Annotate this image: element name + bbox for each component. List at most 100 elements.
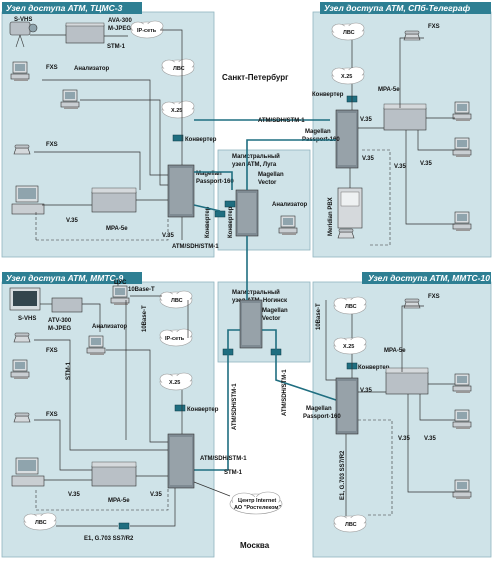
svhs-label-bl: S-VHS	[18, 316, 36, 322]
mpa-label-tl: MPA-5e	[106, 226, 128, 232]
links-tr	[349, 37, 455, 225]
pc-tl-workstation	[11, 185, 45, 215]
pc-analyzer-tl	[60, 89, 80, 110]
pc-analyzer-bl	[86, 335, 106, 356]
vector-noginsk	[239, 299, 263, 349]
mpa-label-tr: MPA-5e	[378, 87, 400, 93]
fxs-label-bl-2: FXS	[46, 412, 58, 418]
passport-bl	[167, 433, 195, 489]
panel-bottom-left: Узел доступа ATM, ММТС-9	[1, 272, 215, 558]
x25-label-bl: X.25	[169, 380, 180, 386]
luga-dev1: Magellan	[258, 172, 284, 178]
link-label-v2: ATM/SDH/STM-1	[282, 369, 288, 416]
phone-br	[403, 298, 421, 309]
atv-label-b: M-JPEG	[48, 326, 71, 332]
phone-tr-pbx	[337, 228, 355, 239]
monitor-svhs-bl	[9, 287, 41, 311]
fxs-label-bl-1: FXS	[46, 348, 58, 354]
pc-fxs-tl-1	[10, 61, 30, 82]
panel-top-left: Узел доступа ATM, ТЦМС-3	[1, 2, 215, 258]
passport-tr	[335, 109, 359, 169]
passport-br-l1: Magellan	[306, 406, 332, 412]
svhs-label-tl: S-VHS	[14, 17, 32, 23]
x25-label-tr: X.25	[341, 74, 352, 80]
nog-dev2: Vector	[262, 316, 281, 322]
luga-dev2: Vector	[258, 180, 277, 186]
pc-bl-workstation	[11, 457, 45, 487]
v35-label-tr-2: V.35	[362, 156, 374, 162]
converter-tl	[172, 134, 184, 142]
meridian-label: Meridian PBX	[328, 197, 334, 236]
meridian-pbx	[337, 187, 363, 229]
internet-label-2: АО "Ростелеком"	[234, 505, 281, 511]
lvs-label-br2: ЛВС	[345, 522, 357, 528]
v35-label-tr-1: V.35	[360, 117, 372, 123]
dashed-bl	[35, 488, 169, 511]
pc-tr-3	[452, 211, 472, 232]
nog-dev1: Magellan	[262, 308, 288, 314]
mpa5e-tr	[383, 103, 427, 131]
analyzer-label-tl: Анализатор	[74, 66, 110, 72]
passport-tr-l1: Magellan	[305, 129, 331, 135]
panel-noginsk	[217, 281, 311, 363]
passport-br-l2: Passport-160	[303, 414, 341, 420]
converter-luga-label-2: Конвертер	[228, 206, 234, 238]
fxs-label-tl-2: FXS	[46, 142, 58, 148]
phone-tl	[13, 144, 31, 155]
passport-br	[335, 377, 359, 435]
v35-label-br-2: V.35	[424, 436, 436, 442]
e1-label-br: E1, G.703 SS7/R2	[340, 450, 346, 500]
link-label-top: ATM/SDH/STM-1	[258, 118, 305, 124]
city-spb: Санкт-Петербург	[222, 73, 289, 82]
pc-br-1	[452, 373, 472, 394]
ava300-device	[65, 22, 105, 44]
analyzer-label-bl: Анализатор	[92, 324, 128, 330]
converter-label-tr: Конвертер	[312, 92, 344, 98]
base10-label-bl: 10Base-T	[128, 287, 155, 293]
luga-line1: Магистральный	[232, 153, 280, 160]
pc-br-3	[452, 479, 472, 500]
base10-label-bl-v: 10Base-T	[142, 305, 148, 332]
mpa-label-br: MPA-5e	[384, 348, 406, 354]
atv-label-a: ATV-300	[48, 318, 72, 324]
v35-label-br-1: V.35	[360, 388, 372, 394]
ipnet-label-bl: IP-сеть	[165, 336, 185, 342]
node-title-br: Узел доступа ATM, ММТС-10	[368, 273, 490, 283]
city-msk: Москва	[240, 541, 270, 550]
stm1-label-tl: STM-1	[107, 44, 126, 50]
e1-label-bl: E1, G.703 SS7/R2	[84, 536, 134, 542]
node-title-bl: Узел доступа ATM, ММТС-9	[6, 273, 123, 283]
v35-label-bl-2: V.35	[150, 492, 162, 498]
converter-luga-1	[214, 210, 226, 218]
dashed-tr	[362, 149, 391, 246]
ava-label-b: M-JPEG	[108, 26, 131, 32]
x25-label-tl: X.25	[171, 108, 182, 114]
pc-tr-2	[452, 137, 472, 158]
lvs-label-tr: ЛВС	[343, 30, 355, 36]
converter-label-br: Конвертер	[358, 365, 390, 371]
atv300-device	[51, 297, 83, 313]
passport-tl-l1: Magellan	[196, 171, 222, 177]
ipnet-label-tl: IP-сеть	[137, 28, 157, 34]
camera-tl	[9, 21, 38, 48]
fxs-label-tl-1: FXS	[46, 65, 58, 71]
base10-label-br: 10Base-T	[316, 303, 322, 330]
converter-bl-e1	[118, 522, 130, 530]
v35-label-tr-4: V.35	[394, 164, 406, 170]
converter-luga-2	[224, 200, 236, 208]
lvs-label-tl: ЛВС	[173, 66, 185, 72]
converter-label-bl: Конвертер	[187, 407, 219, 413]
dashed-tl	[35, 212, 169, 241]
converter-bl	[174, 404, 186, 412]
link-label-bottom: ATM/SDH/STM-1	[200, 456, 247, 462]
internet-label-1: Центр Internet	[238, 498, 276, 504]
converter-label-tl: Конвертер	[185, 137, 217, 143]
fxs-label-br: FXS	[428, 294, 440, 300]
phone-bl-2	[13, 412, 31, 423]
pc-tr-1	[452, 101, 472, 122]
converter-luga-label-1: Конвертер	[205, 206, 211, 238]
node-title-tr: Узел доступа ATM, СПб-Телеграф	[324, 3, 471, 13]
v35-label-tr-3: V.35	[420, 161, 432, 167]
